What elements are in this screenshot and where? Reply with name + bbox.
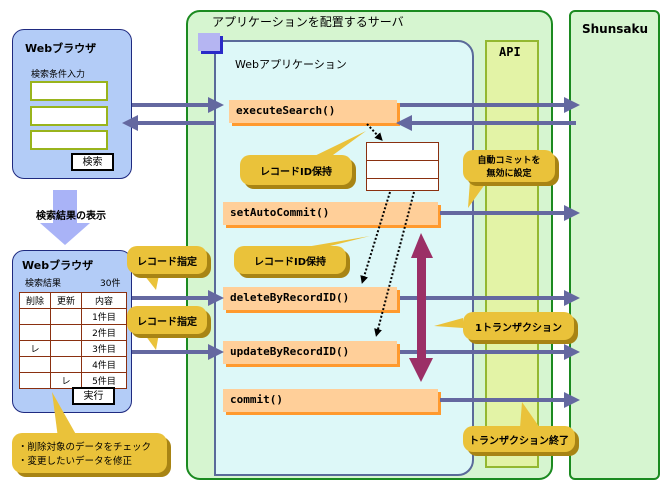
- method-set-auto-commit: setAutoCommit(): [223, 202, 438, 225]
- note-line-2: ・変更したいデータを修正: [18, 456, 133, 467]
- browser-results-title: Webブラウザ: [22, 259, 94, 272]
- update-check[interactable]: [50, 308, 82, 325]
- callout-autocommit-off: 自動コミットを 無効に設定: [463, 150, 555, 182]
- delete-check[interactable]: [19, 324, 51, 341]
- shunsaku-container: [569, 10, 660, 480]
- display-results-label: 検索結果の表示: [36, 211, 106, 222]
- table-row: レ 3件目: [19, 340, 127, 357]
- row-content: 1件目: [81, 308, 127, 325]
- shunsaku-label: Shunsaku: [582, 22, 649, 36]
- update-check[interactable]: [50, 324, 82, 341]
- delete-check[interactable]: [19, 308, 51, 325]
- delete-check[interactable]: レ: [19, 340, 51, 357]
- results-count: 30件: [100, 279, 121, 289]
- search-button[interactable]: 検索: [71, 153, 114, 171]
- table-row: 4件目: [19, 356, 127, 373]
- delete-check[interactable]: [19, 372, 51, 389]
- column-header-content: 内容: [81, 292, 127, 309]
- row-content: 4件目: [81, 356, 127, 373]
- callout-record-specify-2: レコード指定: [127, 306, 207, 334]
- callout-record-id-hold-1: レコードID保持: [240, 155, 352, 185]
- table-row: 1件目: [19, 308, 127, 325]
- search-input-1[interactable]: [30, 81, 108, 101]
- method-update-by-record-id: updateByRecordID(): [223, 341, 397, 364]
- results-table-header: 削除 更新 内容: [19, 292, 127, 309]
- app-server-title: アプリケーションを配置するサーバ: [212, 15, 404, 29]
- search-input-2[interactable]: [30, 106, 108, 126]
- table-row: 2件目: [19, 324, 127, 341]
- method-delete-by-record-id: deleteByRecordID(): [223, 287, 397, 310]
- api-column: [485, 40, 539, 468]
- search-conditions-label: 検索条件入力: [31, 70, 86, 80]
- execute-button[interactable]: 実行: [72, 387, 115, 405]
- note-line-1: ・削除対象のデータをチェック: [18, 442, 152, 453]
- method-commit: commit(): [223, 389, 438, 412]
- web-application-title: Webアプリケーション: [235, 58, 347, 71]
- row-content: 3件目: [81, 340, 127, 357]
- callout-record-id-hold-2: レコードID保持: [234, 246, 346, 274]
- callout-transaction-end: トランザクション終了: [463, 426, 575, 452]
- callout-one-transaction: 1トランザクション: [463, 312, 574, 340]
- display-results-arrow: [40, 190, 90, 245]
- web-app-icon: [198, 33, 220, 51]
- row-content: 2件目: [81, 324, 127, 341]
- column-header-delete: 削除: [19, 292, 51, 309]
- column-header-update: 更新: [50, 292, 82, 309]
- update-check[interactable]: [50, 356, 82, 373]
- api-label: API: [499, 45, 521, 59]
- record-id-list: [366, 142, 439, 191]
- results-table: 削除 更新 内容 1件目 2件目 レ 3件目 4件目 レ 5件目: [19, 292, 127, 389]
- browser-search-title: Webブラウザ: [25, 42, 97, 55]
- table-row: レ 5件目: [19, 372, 127, 389]
- update-check[interactable]: [50, 340, 82, 357]
- results-label: 検索結果: [25, 279, 62, 289]
- callout-record-specify-1: レコード指定: [127, 246, 207, 274]
- delete-check[interactable]: [19, 356, 51, 373]
- method-execute-search: executeSearch(): [229, 100, 397, 123]
- search-input-3[interactable]: [30, 130, 108, 150]
- callout-note-instructions: ・削除対象のデータをチェック ・変更したいデータを修正: [12, 433, 167, 473]
